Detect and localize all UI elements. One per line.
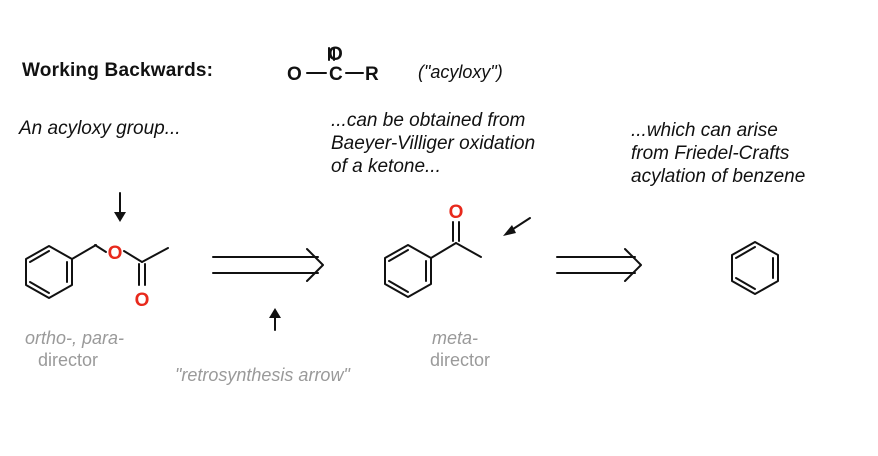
caption-acyloxy-group: An acyloxy group... xyxy=(19,117,181,140)
caption-baeyer-villiger: ...can be obtained from Baeyer-Villiger … xyxy=(331,109,535,178)
ortho-para-director-label: ortho-, para- director xyxy=(25,327,124,371)
ketone-oxygen-atom: O xyxy=(449,202,464,223)
ester-oxygen-atom: O xyxy=(108,243,123,264)
formula-right-r: R xyxy=(365,64,379,85)
retrosynthesis-arrow-label: "retrosynthesis arrow" xyxy=(175,365,350,385)
up-arrow-head xyxy=(269,308,281,318)
caption-line: Baeyer-Villiger oxidation xyxy=(331,133,536,154)
acyloxy-formula: O O C R xyxy=(287,44,397,94)
caption-line: An acyloxy group... xyxy=(19,118,181,139)
benzene-ring-ketone xyxy=(384,244,432,298)
benzene-ring-ester xyxy=(25,245,73,299)
aromatic-bond-inner xyxy=(735,277,756,290)
formula-left-o: O xyxy=(287,64,302,85)
formula-center-c: C xyxy=(329,64,343,85)
aromatic-bond-inner xyxy=(388,249,409,262)
diagram-title: Working Backwards: xyxy=(22,60,214,81)
label-line: director xyxy=(38,350,99,370)
ester-carbonyl-oxygen-atom: O xyxy=(135,290,150,311)
bond-carbonyl-to-methyl xyxy=(455,242,482,258)
caption-line: from Friedel-Crafts xyxy=(631,143,790,164)
aromatic-bond-inner xyxy=(735,246,756,259)
meta-director-label: meta- director xyxy=(430,327,490,371)
bond-methyl xyxy=(141,247,169,263)
bond-ring-to-oxygen-b xyxy=(94,244,107,253)
caption-line: ...can be obtained from xyxy=(331,110,526,131)
aromatic-bond-inner xyxy=(388,280,409,293)
bond-oxygen-to-carbonyl xyxy=(123,250,143,263)
aromatic-bond-inner xyxy=(29,281,50,294)
retro-arrow-2-head xyxy=(624,248,642,282)
down-arrow-head xyxy=(114,212,126,222)
label-line: ortho-, para- xyxy=(25,328,125,348)
benzene-ring xyxy=(731,241,779,295)
bond-ring-to-carbonyl xyxy=(430,242,457,259)
retro-arrow-1-head xyxy=(306,248,324,282)
label-line: director xyxy=(430,350,491,370)
acyloxy-name: ("acyloxy") xyxy=(418,62,503,82)
bond-ring-to-oxygen xyxy=(71,244,97,260)
caption-line: of a ketone... xyxy=(331,156,441,177)
label-line: meta- xyxy=(432,328,479,348)
caption-friedel-crafts: ...which can arise from Friedel-Crafts a… xyxy=(631,119,805,188)
caption-line: acylation of benzene xyxy=(631,166,806,187)
aromatic-bond-inner xyxy=(29,250,50,263)
diagonal-arrow-head xyxy=(503,225,516,236)
formula-double-o: O xyxy=(328,44,343,65)
caption-line: ...which can arise xyxy=(631,120,778,141)
